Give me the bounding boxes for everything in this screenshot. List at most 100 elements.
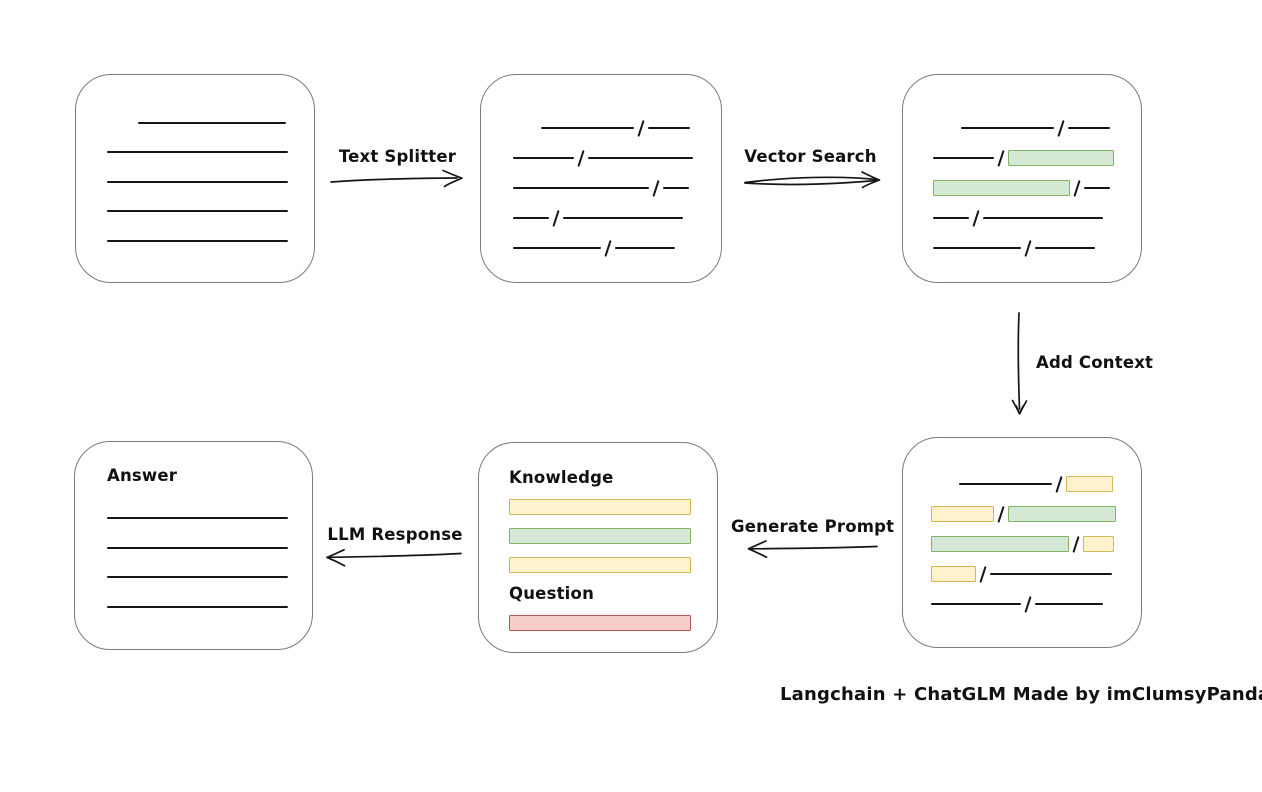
content-row — [933, 173, 1141, 203]
answer-box: Answer — [74, 441, 313, 650]
content-row — [933, 113, 1141, 143]
question-label: Question — [509, 584, 595, 603]
yellow-chunk-bar — [1066, 476, 1114, 492]
slash-separator — [1072, 535, 1080, 553]
text-line — [107, 239, 288, 242]
text-line — [1084, 187, 1111, 189]
content-row — [107, 533, 312, 563]
content-row: Answer — [107, 461, 312, 491]
text-line — [931, 603, 1021, 605]
slash-separator — [1024, 239, 1032, 257]
content-row — [107, 138, 314, 168]
slash-separator — [997, 505, 1005, 523]
text-line — [959, 483, 1052, 485]
knowledge-label: Knowledge — [509, 468, 614, 487]
slash-separator — [997, 149, 1005, 167]
slash-separator — [1057, 119, 1065, 137]
slash-separator — [577, 149, 585, 167]
text-line — [513, 157, 574, 159]
text-line — [513, 217, 549, 219]
text-line — [990, 573, 1113, 575]
text-line — [933, 217, 969, 219]
text-splitter-arrow — [330, 169, 463, 188]
text-line — [663, 187, 690, 189]
generate-prompt-arrow — [747, 540, 878, 559]
content-row — [107, 563, 312, 593]
content-row — [107, 197, 314, 227]
content-row — [107, 226, 314, 256]
vector-search-label: Vector Search — [744, 147, 877, 166]
indent-spacer — [513, 128, 541, 129]
text-line — [1035, 603, 1104, 605]
content-row — [509, 492, 717, 521]
content-row — [513, 233, 721, 263]
slash-separator — [1055, 475, 1063, 493]
slash-separator — [1073, 179, 1081, 197]
content-row — [931, 499, 1141, 529]
content-row — [107, 592, 312, 622]
text-line — [588, 157, 694, 159]
text-line — [933, 157, 994, 159]
slash-separator — [552, 209, 560, 227]
text-line — [107, 605, 288, 608]
text-splitter-label: Text Splitter — [338, 147, 457, 166]
text-line — [107, 210, 288, 213]
text-line — [107, 546, 288, 549]
yellow-chunk-bar — [509, 556, 691, 573]
text-line — [615, 247, 676, 249]
content-row — [509, 521, 717, 550]
slash-separator — [979, 565, 987, 583]
llm-response-label: LLM Response — [327, 525, 463, 544]
yellow-chunk-bar — [931, 566, 976, 582]
text-line — [933, 247, 1021, 249]
context-chunks-box — [902, 437, 1142, 648]
yellow-chunk-bar — [931, 506, 994, 522]
green-chunk-bar — [1008, 506, 1117, 522]
content-row — [933, 203, 1141, 233]
text-line — [513, 247, 601, 249]
content-row — [513, 113, 721, 143]
slash-separator — [1024, 595, 1032, 613]
slash-separator — [637, 119, 645, 137]
text-line — [648, 127, 691, 129]
text-line — [107, 517, 288, 520]
green-chunk-bar — [1008, 150, 1115, 166]
split-chunks-box — [480, 74, 722, 283]
content-row — [931, 469, 1141, 499]
content-row — [107, 491, 312, 504]
text-line — [983, 217, 1104, 219]
content-row — [931, 559, 1141, 589]
content-row — [513, 143, 721, 173]
indent-spacer — [933, 128, 961, 129]
slash-separator — [652, 179, 660, 197]
indent-spacer — [107, 122, 138, 123]
content-row — [933, 233, 1141, 263]
text-line — [138, 121, 286, 124]
text-line — [961, 127, 1054, 129]
content-row — [931, 589, 1141, 619]
text-line — [541, 127, 634, 129]
content-row — [933, 143, 1141, 173]
generate-prompt-label: Generate Prompt — [731, 517, 895, 536]
text-line — [107, 151, 288, 154]
slash-separator — [972, 209, 980, 227]
text-line — [107, 180, 288, 183]
add-context-arrow — [1011, 312, 1028, 415]
source-document-box — [75, 74, 315, 283]
indent-spacer — [931, 484, 959, 485]
yellow-chunk-bar — [1083, 536, 1115, 552]
content-row — [107, 108, 314, 138]
text-line — [1068, 127, 1111, 129]
text-line — [107, 576, 288, 579]
content-row — [107, 504, 312, 534]
add-context-label: Add Context — [1036, 353, 1154, 372]
content-row — [513, 173, 721, 203]
content-row — [107, 167, 314, 197]
text-line — [563, 217, 684, 219]
red-chunk-bar — [509, 614, 691, 631]
content-row — [509, 550, 717, 579]
green-chunk-bar — [933, 180, 1070, 196]
slash-separator — [604, 239, 612, 257]
